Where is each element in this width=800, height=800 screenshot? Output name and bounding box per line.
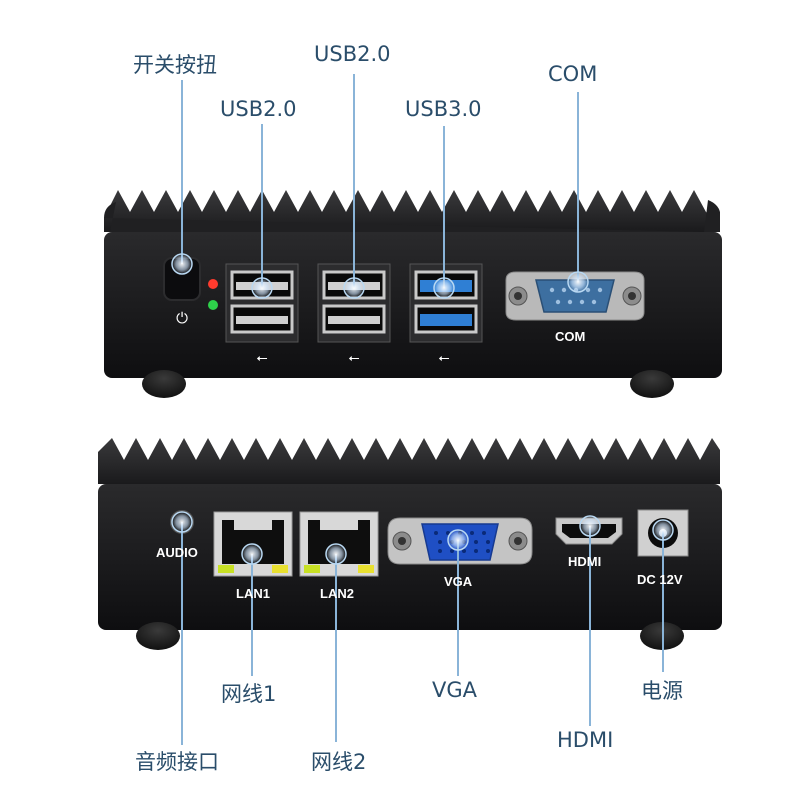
- callout-usb3: USB3.0: [405, 97, 482, 121]
- top-foot-right: [630, 370, 674, 398]
- panel-label-lan1: LAN1: [236, 586, 270, 601]
- usb-symbol-left: ⭠: [256, 350, 267, 366]
- callout-hdmi: HDMI: [557, 728, 614, 752]
- callout-audio: 音频接口: [135, 750, 219, 774]
- callout-com: COM: [548, 62, 598, 86]
- bottom-mini-pc: [98, 438, 722, 650]
- callout-markers: [171, 253, 674, 565]
- panel-label-lan2: LAN2: [320, 586, 354, 601]
- led-green: [208, 300, 218, 310]
- bottom-heatsink-fins: [98, 438, 720, 484]
- lan2-port: [299, 511, 379, 577]
- panel-label-audio: AUDIO: [156, 545, 198, 560]
- panel-label-vga: VGA: [444, 574, 473, 589]
- usb3-port: [409, 263, 483, 343]
- led-red: [208, 279, 218, 289]
- callout-lan1: 网线1: [221, 682, 277, 706]
- callout-power-button: 开关按扭: [133, 53, 217, 77]
- callout-vga: VGA: [432, 678, 478, 702]
- top-foot-left: [142, 370, 186, 398]
- com-port: [505, 271, 645, 321]
- bottom-foot-left: [136, 622, 180, 650]
- callout-usb2-middle: USB2.0: [314, 42, 391, 66]
- callout-lines: [181, 74, 664, 745]
- callout-lan2: 网线2: [311, 750, 367, 774]
- top-heatsink-fins: [104, 190, 714, 232]
- panel-label-hdmi: HDMI: [568, 554, 602, 569]
- callout-usb2-left: USB2.0: [220, 97, 297, 121]
- callout-power: 电源: [641, 679, 683, 703]
- usb-symbol-right: ⭠: [438, 350, 449, 366]
- top-shell: [104, 200, 720, 232]
- panel-label-dc: DC 12V: [637, 572, 683, 587]
- top-mini-pc: ⏻ ⭠ ⭠ ⭠: [104, 190, 722, 398]
- usb-symbol-middle: ⭠: [348, 350, 359, 366]
- power-icon: ⏻: [176, 309, 188, 327]
- panel-label-com: COM: [555, 329, 586, 344]
